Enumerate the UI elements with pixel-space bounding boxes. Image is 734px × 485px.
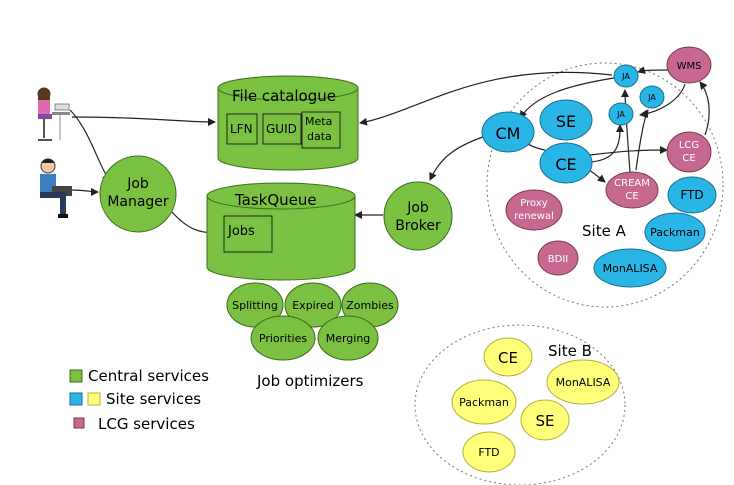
- site-a-proxy-renewal: [505, 189, 563, 231]
- site-a-se: [539, 99, 593, 141]
- site-a-ja-1-label: JA: [621, 72, 630, 81]
- site-a-ja-3-label: JA: [616, 110, 625, 119]
- arrow-ja-to-catalogue: [359, 71, 613, 126]
- site-a-ja-2-label: JA: [647, 93, 656, 102]
- site-a-bdii: [537, 240, 579, 276]
- job-manager-node: Job Manager: [99, 155, 177, 233]
- site-b-se: [520, 399, 570, 441]
- taskqueue-title: TaskQueue: [234, 191, 317, 209]
- site-b-monalisa-label: MonALISA: [556, 376, 611, 389]
- site-a-cream-label-2: CE: [625, 191, 638, 202]
- female-user-at-computer-icon: [37, 87, 70, 141]
- job-broker-line1: Job: [406, 200, 429, 216]
- arrow-ja-to-cm: [519, 77, 615, 119]
- site-a-cream-ce: [605, 171, 659, 209]
- site-b-nodes: CE Site B MonALISA Packman SE FTD: [451, 337, 620, 473]
- site-a-lcg-ce: [666, 131, 712, 173]
- site-a-proxy-label-2: renewal: [514, 211, 554, 222]
- arrow-ce-to-lcgce: [589, 146, 668, 156]
- male-user-with-laptop-icon: [40, 158, 72, 218]
- job-manager-line1: Job: [126, 176, 149, 192]
- arrow-cream-to-ja: [621, 89, 631, 173]
- site-b-ce-label: CE: [498, 349, 518, 367]
- legend-site-swatch-yellow: [87, 392, 101, 406]
- arrow-wms-to-ja: [637, 66, 669, 74]
- arrow-ce-to-ja: [589, 124, 624, 163]
- optimizer-splitting: Splitting: [232, 299, 278, 312]
- arrow-user2-to-jobmanager: [71, 187, 99, 196]
- lfn-label: LFN: [230, 122, 253, 136]
- meta-label-2: data: [307, 130, 332, 143]
- legend-central-swatch: [69, 369, 83, 383]
- site-b-ftd-label: FTD: [478, 446, 499, 459]
- legend-central-label: Central services: [88, 367, 209, 385]
- site-a-ja-1: [613, 64, 639, 88]
- site-a-cm-label: CM: [496, 124, 521, 143]
- legend-lcg-swatch: [73, 417, 85, 429]
- site-b-ftd: [462, 431, 516, 473]
- site-a-cm: [481, 111, 535, 153]
- meta-label-1: Meta: [305, 115, 332, 128]
- site-a-monalisa-label: MonALISA: [603, 262, 658, 275]
- site-a-ja-3: [608, 102, 634, 126]
- optimizer-expired: Expired: [292, 299, 334, 312]
- site-b-packman-label: Packman: [459, 396, 509, 409]
- site-b-label: Site B: [548, 342, 592, 360]
- site-b-se-label: SE: [536, 412, 555, 430]
- site-b-boundary: [414, 324, 626, 485]
- site-a-proxy-label-1: Proxy: [520, 198, 547, 209]
- site-a-ja-2: [639, 85, 665, 109]
- optimizer-merging: Merging: [326, 332, 371, 345]
- site-b-monalisa: [546, 359, 620, 405]
- job-manager-line2: Manager: [107, 194, 169, 210]
- site-a-bdii-label: BDII: [548, 254, 568, 265]
- site-a-lcg-ce-label-2: CE: [682, 153, 695, 164]
- site-a-ftd: [667, 176, 717, 214]
- site-a-nodes: CM SE CE JA JA JA WMS LCG CE CREAM CE Pr…: [481, 46, 717, 288]
- job-optimizers: Splitting Expired Zombies Priorities Mer…: [226, 282, 399, 390]
- site-a-ce-label: CE: [555, 155, 576, 174]
- file-catalogue-cylinder: File catalogue LFN GUID Meta data: [217, 75, 359, 171]
- legend: Central services Site services LCG servi…: [69, 367, 209, 433]
- arrow-lcgce-to-wms: [699, 81, 710, 136]
- site-a-se-label: SE: [556, 112, 576, 131]
- job-optimizers-caption: Job optimizers: [256, 372, 364, 390]
- job-broker-line2: Broker: [395, 218, 441, 234]
- site-a-cream-label-1: CREAM: [614, 178, 650, 189]
- legend-site-label: Site services: [106, 390, 201, 408]
- legend-site-swatch-blue: [69, 392, 83, 406]
- arrow-wms-to-ja3: [639, 83, 686, 118]
- site-a-boundary: [486, 62, 724, 308]
- arrow-user1-to-jobmanager: [69, 109, 111, 181]
- legend-lcg-label: LCG services: [98, 415, 195, 433]
- site-a-ce: [539, 142, 593, 184]
- guid-label: GUID: [266, 122, 297, 136]
- site-a-monalisa: [593, 248, 667, 288]
- optimizer-priorities: Priorities: [259, 332, 307, 345]
- site-a-packman: [644, 212, 706, 252]
- site-a-ftd-label: FTD: [680, 188, 703, 202]
- arrow-user1-to-catalogue: [71, 116, 216, 126]
- site-a-lcg-ce-label-1: LCG: [679, 140, 699, 151]
- site-a-packman-label: Packman: [650, 226, 700, 239]
- site-a-wms: [666, 46, 712, 84]
- site-b-ce: [483, 337, 533, 377]
- file-catalogue-title: File catalogue: [232, 87, 336, 105]
- jobs-label: Jobs: [227, 224, 255, 239]
- taskqueue-cylinder: TaskQueue Jobs: [206, 182, 356, 281]
- site-a-wms-label: WMS: [677, 61, 702, 72]
- optimizer-zombies: Zombies: [346, 299, 394, 312]
- site-b-packman: [451, 379, 517, 425]
- arrow-cream-to-ja2: [635, 109, 649, 171]
- job-broker-node: Job Broker: [383, 181, 453, 251]
- site-a-label: Site A: [582, 222, 627, 240]
